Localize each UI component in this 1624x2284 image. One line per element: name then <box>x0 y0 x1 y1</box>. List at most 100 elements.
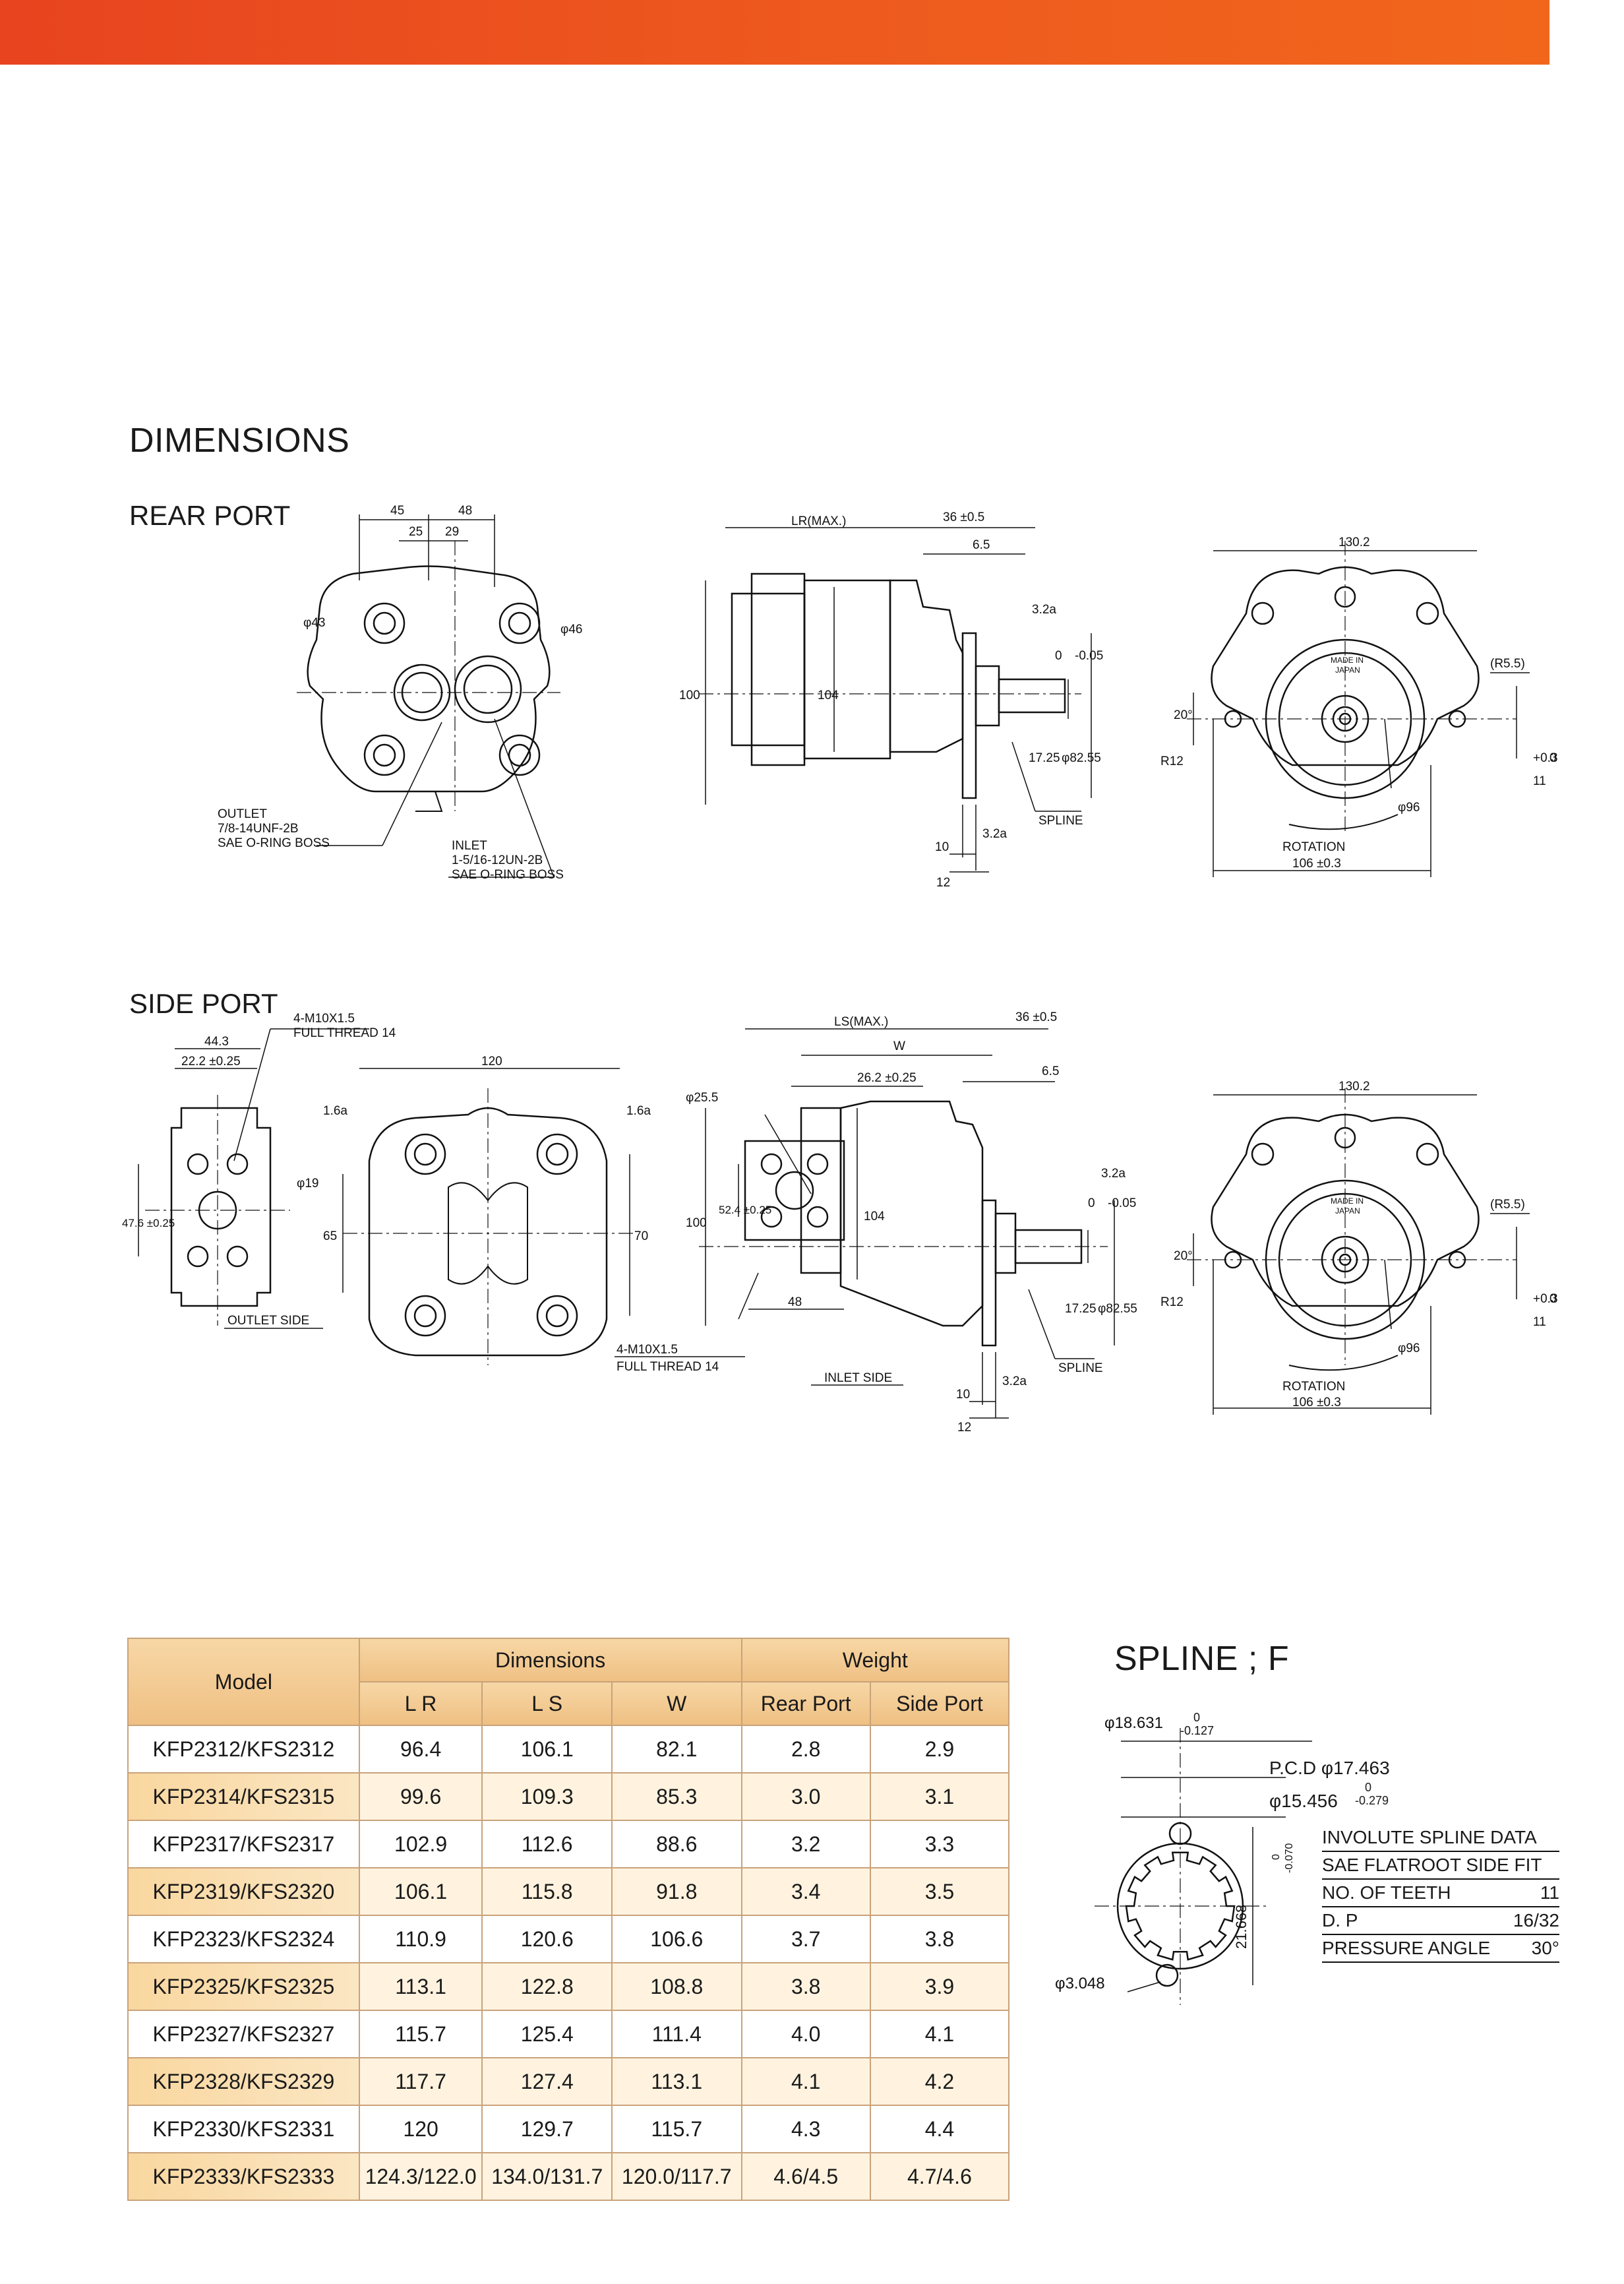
dim-10: 10 <box>935 840 949 854</box>
spline-label-b: SPLINE <box>1058 1361 1103 1375</box>
cell-lr: 96.4 <box>358 1725 483 1774</box>
dim-6-5-b: 6.5 <box>1042 1065 1059 1078</box>
dim-130-2-b: 130.2 <box>1338 1080 1370 1094</box>
dim-1-6a-left: 1.6a <box>323 1104 347 1118</box>
thread-m10-b: 4-M10X1.5 <box>617 1343 678 1357</box>
cell-rear: 3.8 <box>740 1962 871 2011</box>
cell-side: 4.7/4.6 <box>869 2152 1010 2201</box>
dim-12-b: 12 <box>957 1421 971 1435</box>
dim-r5-5-b: (R5.5) <box>1490 1198 1525 1212</box>
spline-od-tol-up: 0 <box>1193 1711 1200 1724</box>
dim-phi96: φ96 <box>1398 801 1420 815</box>
cell-lr: 115.7 <box>358 2010 483 2058</box>
dim-48: 48 <box>788 1295 802 1309</box>
cell-side: 4.1 <box>869 2010 1010 2058</box>
cell-w: 111.4 <box>611 2010 742 2058</box>
cell-ls: 115.8 <box>481 1867 613 1916</box>
cell-lr: 99.6 <box>358 1772 483 1821</box>
cell-rear: 2.8 <box>740 1725 871 1774</box>
inlet-side-caption: INLET SIDE <box>824 1371 892 1385</box>
cell-model: KFP2323/KFS2324 <box>127 1915 360 1963</box>
dim-tol-005-b: -0.05 <box>1108 1196 1136 1210</box>
cell-model: KFP2314/KFS2315 <box>127 1772 360 1821</box>
spline-data-box: INVOLUTE SPLINE DATA SAE FLATROOT SIDE F… <box>1322 1827 1559 1963</box>
cell-lr: 120 <box>358 2105 483 2153</box>
cell-ls: 120.6 <box>481 1915 613 1963</box>
cell-side: 4.2 <box>869 2057 1010 2106</box>
inlet-label: INLET <box>452 839 487 853</box>
cell-ls: 109.3 <box>481 1772 613 1821</box>
cell-model: KFP2330/KFS2331 <box>127 2105 360 2153</box>
cell-ls: 112.6 <box>481 1820 613 1868</box>
spline-minor-tol-low: -0.279 <box>1355 1794 1389 1807</box>
dim-11-tol: +0.3 <box>1533 751 1558 765</box>
dim-44-3: 44.3 <box>204 1035 229 1049</box>
spline-od: φ18.631 <box>1104 1714 1163 1732</box>
dim-36: 36 ±0.5 <box>943 510 984 524</box>
side-port-inlet-view: LS(MAX.) 36 ±0.5 W 6.5 26.2 ±0.25 φ25.5 … <box>686 1010 1137 1435</box>
side-port-body-view: 120 65 70 1.6a 1.6a <box>323 1055 651 1365</box>
dim-130-2: 130.2 <box>1338 536 1370 549</box>
outlet-side-caption: OUTLET SIDE <box>227 1314 309 1328</box>
dim-47-6: 47.6 ±0.25 <box>122 1217 175 1229</box>
cell-ls: 129.7 <box>481 2105 613 2153</box>
plate-japan: JAPAN <box>1335 665 1360 675</box>
cell-model: KFP2327/KFS2327 <box>127 2010 360 2058</box>
spline-over-pins: 21.668 <box>1233 1905 1249 1949</box>
cell-w: 82.1 <box>611 1725 742 1774</box>
dim-w: W <box>893 1039 905 1053</box>
cell-lr: 113.1 <box>358 1962 483 2011</box>
spline-over-pins-tol-low: -0.070 <box>1284 1843 1295 1873</box>
cell-lr: 110.9 <box>358 1915 483 1963</box>
dim-3-2a: 3.2a <box>1032 603 1056 617</box>
spline-pin: φ3.048 <box>1055 1975 1105 1992</box>
dim-phi43: φ43 <box>303 616 325 630</box>
dim-11-tol-0: 0 <box>1549 751 1557 765</box>
side-port-title: SIDE PORT <box>129 988 278 1019</box>
dim-tol-0-b: 0 <box>1088 1196 1095 1210</box>
header-model: Model <box>127 1638 360 1726</box>
dim-26-2: 26.2 ±0.25 <box>857 1071 917 1085</box>
dim-100-b: 100 <box>686 1216 707 1230</box>
plate-made-in: MADE IN <box>1331 656 1364 665</box>
dim-29: 29 <box>445 525 459 539</box>
cell-w: 115.7 <box>611 2105 742 2153</box>
dim-3-2a-b: 3.2a <box>982 827 1007 841</box>
dim-52-4: 52.4 ±0.25 <box>719 1204 771 1216</box>
rear-port-side-view: LR(MAX.) 36 ±0.5 6.5 3.2a 100 104 17.25 … <box>679 510 1103 890</box>
cell-rear: 4.0 <box>740 2010 871 2058</box>
cell-side: 3.8 <box>869 1915 1010 1963</box>
header-weight: Weight <box>740 1638 1010 1682</box>
dim-10-b: 10 <box>956 1388 970 1402</box>
cell-side: 3.1 <box>869 1772 1010 1821</box>
plate-made-in-b: MADE IN <box>1331 1196 1364 1206</box>
rear-port-title: REAR PORT <box>129 500 291 531</box>
cell-rear: 4.6/4.5 <box>740 2152 871 2201</box>
cell-w: 91.8 <box>611 1867 742 1916</box>
dim-20deg-b: 20° <box>1174 1249 1193 1263</box>
cell-lr: 117.7 <box>358 2057 483 2106</box>
spline-data-title: INVOLUTE SPLINE DATA <box>1322 1827 1559 1852</box>
cell-rear: 3.0 <box>740 1772 871 1821</box>
spline-od-tol-low: -0.127 <box>1180 1724 1214 1737</box>
dim-phi82: φ82.55 <box>1062 751 1101 765</box>
side-port-thread-note: 4-M10X1.5 FULL THREAD 14 <box>615 1343 745 1374</box>
dim-r5-5: (R5.5) <box>1490 657 1525 671</box>
cell-model: KFP2325/KFS2325 <box>127 1962 360 2011</box>
dim-phi96-b: φ96 <box>1398 1342 1420 1355</box>
dim-45: 45 <box>390 504 404 518</box>
spline-data-label: NO. OF TEETH <box>1322 1882 1451 1903</box>
dim-36-b: 36 ±0.5 <box>1015 1010 1057 1024</box>
dim-1-6a-right: 1.6a <box>626 1104 651 1118</box>
dim-22-2: 22.2 ±0.25 <box>181 1055 241 1068</box>
col-w: W <box>611 1681 742 1726</box>
dim-25: 25 <box>409 525 423 539</box>
thread-depth: FULL THREAD 14 <box>293 1026 396 1040</box>
